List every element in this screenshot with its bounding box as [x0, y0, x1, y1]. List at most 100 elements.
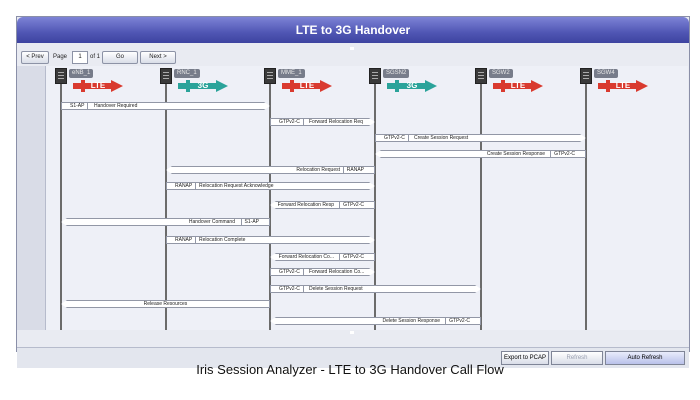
tech-arrow-icon [598, 80, 648, 92]
page-count-label: of 1 [90, 54, 101, 60]
message-label: Relocation Complete [199, 237, 246, 243]
figure-caption: Iris Session Analyzer - LTE to 3G Handov… [196, 362, 504, 377]
message-shaft [375, 150, 586, 158]
auto-refresh-button[interactable]: Auto Refresh [605, 351, 685, 365]
technology-label: LTE [510, 81, 526, 90]
protocol-tag: S1-AP [240, 218, 262, 226]
protocol-tag: GTPv2-C [276, 268, 304, 276]
node-label: RNC_1 [174, 69, 200, 78]
message-label: Relocation Request [296, 167, 340, 173]
export-pcap-button[interactable]: Export to PCAP [501, 351, 549, 365]
top-splitter-grip[interactable] [350, 47, 354, 50]
network-node-icon[interactable] [264, 68, 276, 84]
message-shaft [270, 118, 375, 126]
window-title: LTE to 3G Handover [295, 23, 411, 37]
technology-badge: LTE [282, 80, 332, 92]
message-label: Handover Required [94, 103, 138, 109]
message-arrow[interactable]: GTPv2-C Delete Session Response [270, 317, 481, 325]
message-arrow[interactable]: GTPv2-C Forward Relocation Resp [270, 201, 375, 209]
tech-arrow-icon [178, 80, 228, 92]
pager-toolbar: < Prev Page 1 of 1 Go Next > [17, 49, 689, 65]
network-node-icon[interactable] [55, 68, 67, 84]
protocol-tag: GTPv2-C [276, 285, 304, 293]
message-label: Forward Relocation Co... [309, 269, 365, 275]
message-shaft [61, 300, 270, 308]
message-shaft [61, 102, 270, 110]
message-arrow[interactable]: S1-AP Handover Required [61, 102, 270, 110]
message-label: Forward Relocation Co... [278, 254, 334, 260]
protocol-tag: RANAP [342, 166, 367, 174]
tech-arrow-icon [73, 80, 123, 92]
message-label: Create Session Request [414, 135, 469, 141]
protocol-tag: RANAP [172, 182, 197, 190]
protocol-tag: GTPv2-C [550, 150, 578, 158]
bottom-splitter-grip[interactable] [350, 331, 354, 334]
message-arrow[interactable]: GTPv2-C Forward Relocation Co... [270, 268, 375, 276]
technology-badge: LTE [598, 80, 648, 92]
window-title-bar: LTE to 3G Handover [17, 17, 689, 43]
node-label: SGW4 [594, 69, 618, 78]
lifeline-enb_1 [60, 80, 62, 330]
page-label: Page [53, 54, 68, 60]
go-button[interactable]: Go [102, 51, 138, 64]
message-label: Delete Session Response [382, 318, 440, 324]
message-arrow[interactable]: GTPv2-C Delete Session Request [270, 285, 481, 293]
network-node-icon[interactable] [160, 68, 172, 84]
lifeline-sgw2 [480, 80, 482, 330]
protocol-tag: GTPv2-C [339, 201, 367, 209]
message-shaft [61, 218, 270, 226]
protocol-tag: RANAP [172, 236, 197, 244]
node-label: SGSN2 [383, 69, 410, 78]
message-arrow[interactable]: GTPv2-C Create Session Request [375, 134, 586, 142]
protocol-tag: S1-AP [67, 102, 89, 110]
message-arrow[interactable]: GTPv2-C Create Session Response [375, 150, 586, 158]
message-shaft [270, 268, 375, 276]
prev-page-button[interactable]: < Prev [21, 51, 49, 64]
protocol-tag: GTPv2-C [381, 134, 409, 142]
technology-badge: LTE [493, 80, 543, 92]
refresh-button[interactable]: Refresh [551, 351, 603, 365]
lifeline-sgw4 [585, 80, 587, 330]
lifeline-sgsn2 [374, 80, 376, 330]
technology-label: LTE [615, 81, 631, 90]
tech-arrow-icon [493, 80, 543, 92]
message-label: Forward Relocation Resp [277, 202, 334, 208]
message-label: Delete Session Request [309, 286, 363, 292]
protocol-tag: GTPv2-C [276, 118, 304, 126]
message-shaft [166, 166, 375, 174]
network-node-icon[interactable] [475, 68, 487, 84]
technology-label: LTE [90, 81, 106, 90]
message-shaft [270, 253, 375, 261]
message-label: Release Resources [143, 301, 188, 307]
next-page-button[interactable]: Next > [140, 51, 176, 64]
protocol-tag: GTPv2-C [445, 317, 473, 325]
message-label: Create Session Response [486, 151, 545, 157]
message-shaft [166, 182, 375, 190]
message-shaft [270, 285, 481, 293]
message-shaft [270, 201, 375, 209]
message-shaft [270, 317, 481, 325]
message-arrow[interactable]: Release Resources [61, 300, 270, 308]
flow-left-gutter [17, 66, 45, 330]
node-label: SGW2 [489, 69, 513, 78]
page-number-input[interactable]: 1 [72, 51, 88, 64]
technology-badge: 3G [178, 80, 228, 92]
tech-arrow-icon [282, 80, 332, 92]
network-node-icon[interactable] [580, 68, 592, 84]
lifeline-rnc_1 [165, 80, 167, 330]
message-shaft [166, 236, 375, 244]
tech-arrow-icon [387, 80, 437, 92]
technology-badge: LTE [73, 80, 123, 92]
node-label: eNB_1 [69, 69, 94, 78]
technology-label: 3G [406, 81, 418, 90]
bottom-toolbar: Export to PCAP Refresh Auto Refresh [17, 347, 689, 368]
message-label: Relocation Request Acknowledge [199, 183, 274, 189]
network-node-icon[interactable] [369, 68, 381, 84]
technology-badge: 3G [387, 80, 437, 92]
